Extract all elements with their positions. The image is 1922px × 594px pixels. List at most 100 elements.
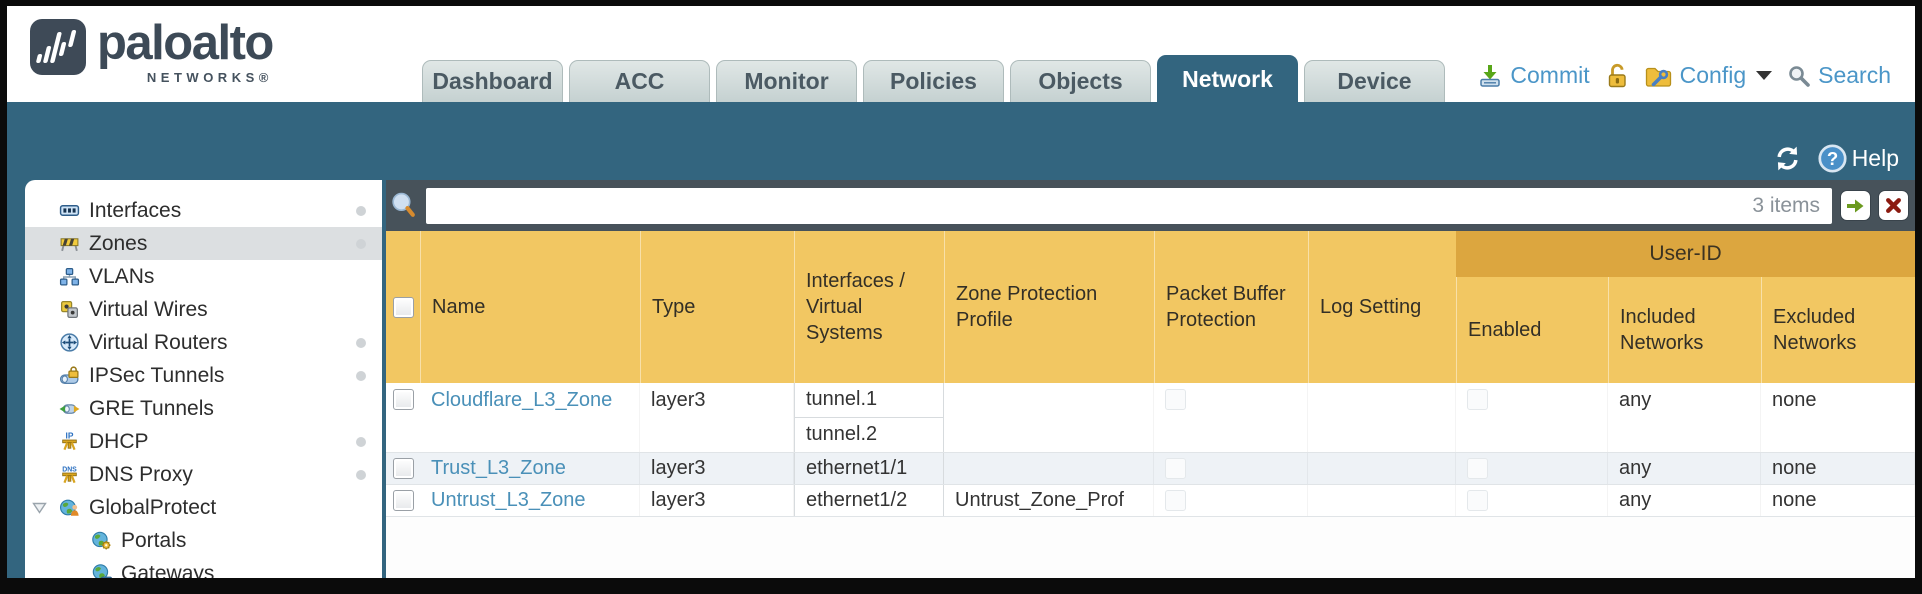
main-tabs: Dashboard ACC Monitor Policies Objects N… (422, 55, 1445, 102)
select-all-checkbox-cell (386, 231, 420, 383)
sidebar-item-virtual-wires[interactable]: Virtual Wires (25, 293, 382, 326)
tab-monitor[interactable]: Monitor (716, 60, 857, 102)
zone-name-link[interactable]: Untrust_L3_Zone (431, 489, 586, 511)
commit-icon (1480, 64, 1501, 87)
sidebar-item-label: Virtual Routers (89, 330, 228, 354)
paloalto-logo: paloalto NETWORKS® (29, 16, 274, 86)
drag-dot (356, 370, 366, 381)
zone-name-link[interactable]: Trust_L3_Zone (431, 457, 566, 479)
zone-protection-profile: Untrust_Zone_Prof (944, 485, 1154, 516)
search-button[interactable]: Search (1787, 62, 1891, 89)
sidebar-item-dns-proxy[interactable]: DNS DNS Proxy (25, 458, 382, 491)
table-row: Trust_L3_Zone layer3 ethernet1/1 any non… (386, 453, 1915, 485)
drag-dot (356, 205, 366, 216)
sidebar-item-label: IPSec Tunnels (89, 363, 225, 387)
dns-proxy-icon: DNS (62, 466, 77, 484)
column-header-interfaces[interactable]: Interfaces / Virtual Systems (794, 231, 944, 383)
globalprotect-icon (59, 499, 79, 516)
sidebar-item-dhcp[interactable]: IP DHCP (25, 425, 382, 458)
sidebar-item-virtual-routers[interactable]: Virtual Routers (25, 326, 382, 359)
expand-triangle-icon[interactable] (32, 502, 47, 514)
interface-item: tunnel.1 (795, 383, 943, 418)
help-icon: ? (1818, 144, 1847, 173)
excluded-networks: none (1761, 453, 1915, 484)
items-count: 3 items (1752, 193, 1820, 217)
commit-button[interactable]: Commit (1477, 62, 1590, 89)
zone-name-link[interactable]: Cloudflare_L3_Zone (431, 389, 613, 411)
sidebar-item-portals[interactable]: Portals (25, 524, 382, 557)
ipsec-tunnels-icon (59, 366, 79, 385)
log-setting (1308, 485, 1456, 516)
topbar-actions: Commit Config S (1477, 62, 1891, 89)
tab-acc[interactable]: ACC (569, 60, 710, 102)
config-icon (1645, 67, 1671, 87)
excluded-networks: none (1761, 485, 1915, 516)
tab-dashboard[interactable]: Dashboard (422, 60, 563, 102)
sidebar-item-globalprotect[interactable]: GlobalProtect (25, 491, 382, 524)
chevron-down-icon (1756, 71, 1773, 80)
filter-field: 3 items (426, 187, 1832, 224)
zone-protection-profile (944, 453, 1154, 484)
sidebar-item-gateways[interactable]: Gateways (25, 557, 382, 578)
column-header-packet-buffer-protection[interactable]: Packet Buffer Protection (1154, 231, 1308, 383)
column-header-included-networks[interactable]: Included Networks (1608, 277, 1761, 383)
help-label: Help (1851, 145, 1899, 171)
gre-tunnels-icon (59, 404, 80, 414)
filter-input[interactable] (426, 187, 1753, 224)
packet-buffer-protection-checkbox (1165, 490, 1186, 511)
table-row: Untrust_L3_Zone layer3 ethernet1/2 Untru… (386, 485, 1915, 517)
column-header-zone-protection-profile[interactable]: Zone Protection Profile (944, 231, 1154, 383)
sidebar-item-label: Interfaces (89, 198, 182, 222)
column-header-name[interactable]: Name (420, 231, 640, 383)
sidebar-item-gre-tunnels[interactable]: GRE Tunnels (25, 392, 382, 425)
user-id-group-header: User-ID (1456, 231, 1915, 277)
excluded-networks: none (1761, 383, 1915, 452)
svg-text:?: ? (1827, 148, 1838, 169)
drag-dot (356, 238, 366, 249)
column-header-type[interactable]: Type (640, 231, 794, 383)
brand-subtitle: NETWORKS® (146, 70, 273, 86)
tab-network[interactable]: Network (1157, 55, 1298, 102)
tab-policies[interactable]: Policies (863, 60, 1004, 102)
refresh-icon[interactable] (1774, 145, 1801, 172)
tab-device[interactable]: Device (1304, 60, 1445, 102)
brand-name: paloalto (97, 16, 274, 70)
vlans-icon (59, 267, 80, 286)
zone-type: layer3 (640, 453, 794, 484)
band-actions: ? Help (1774, 143, 1899, 174)
sidebar-item-interfaces[interactable]: Interfaces (25, 194, 382, 227)
sidebar-item-vlans[interactable]: VLANs (25, 260, 382, 293)
sidebar-item-zones[interactable]: Zones (25, 227, 382, 260)
included-networks: any (1608, 383, 1761, 452)
column-header-enabled[interactable]: Enabled (1456, 277, 1608, 383)
sidebar-item-ipsec-tunnels[interactable]: IPSec Tunnels (25, 359, 382, 392)
interfaces-icon (59, 205, 80, 216)
config-dropdown[interactable]: Config (1644, 62, 1773, 89)
portals-icon (92, 531, 111, 550)
filter-toolbar: 3 items (386, 180, 1915, 231)
zone-protection-profile (944, 383, 1154, 452)
row-checkbox[interactable] (392, 490, 414, 511)
zone-interfaces: ethernet1/1 (794, 453, 944, 484)
search-icon (1789, 65, 1810, 87)
dhcp-icon: IP (62, 431, 77, 451)
zones-panel: 3 items Name (386, 180, 1915, 578)
included-networks: any (1608, 485, 1761, 516)
included-networks: any (1608, 453, 1761, 484)
clear-filter-button[interactable] (1879, 191, 1908, 220)
log-setting (1308, 383, 1456, 452)
apply-filter-button[interactable] (1841, 191, 1870, 220)
row-checkbox[interactable] (392, 458, 414, 479)
column-header-log-setting[interactable]: Log Setting (1308, 231, 1456, 383)
sidebar: Interfaces Zones (25, 180, 382, 578)
help-button[interactable]: ? Help (1817, 143, 1899, 174)
row-checkbox[interactable] (392, 389, 414, 410)
lock-icon[interactable] (1605, 63, 1629, 89)
packet-buffer-protection-checkbox (1165, 458, 1186, 479)
sidebar-item-label: Zones (89, 231, 148, 255)
select-all-checkbox[interactable] (392, 296, 414, 318)
packet-buffer-protection-checkbox (1165, 389, 1186, 410)
tab-objects[interactable]: Objects (1010, 60, 1151, 102)
column-header-excluded-networks[interactable]: Excluded Networks (1761, 277, 1915, 383)
zone-interfaces: ethernet1/2 (794, 485, 944, 516)
